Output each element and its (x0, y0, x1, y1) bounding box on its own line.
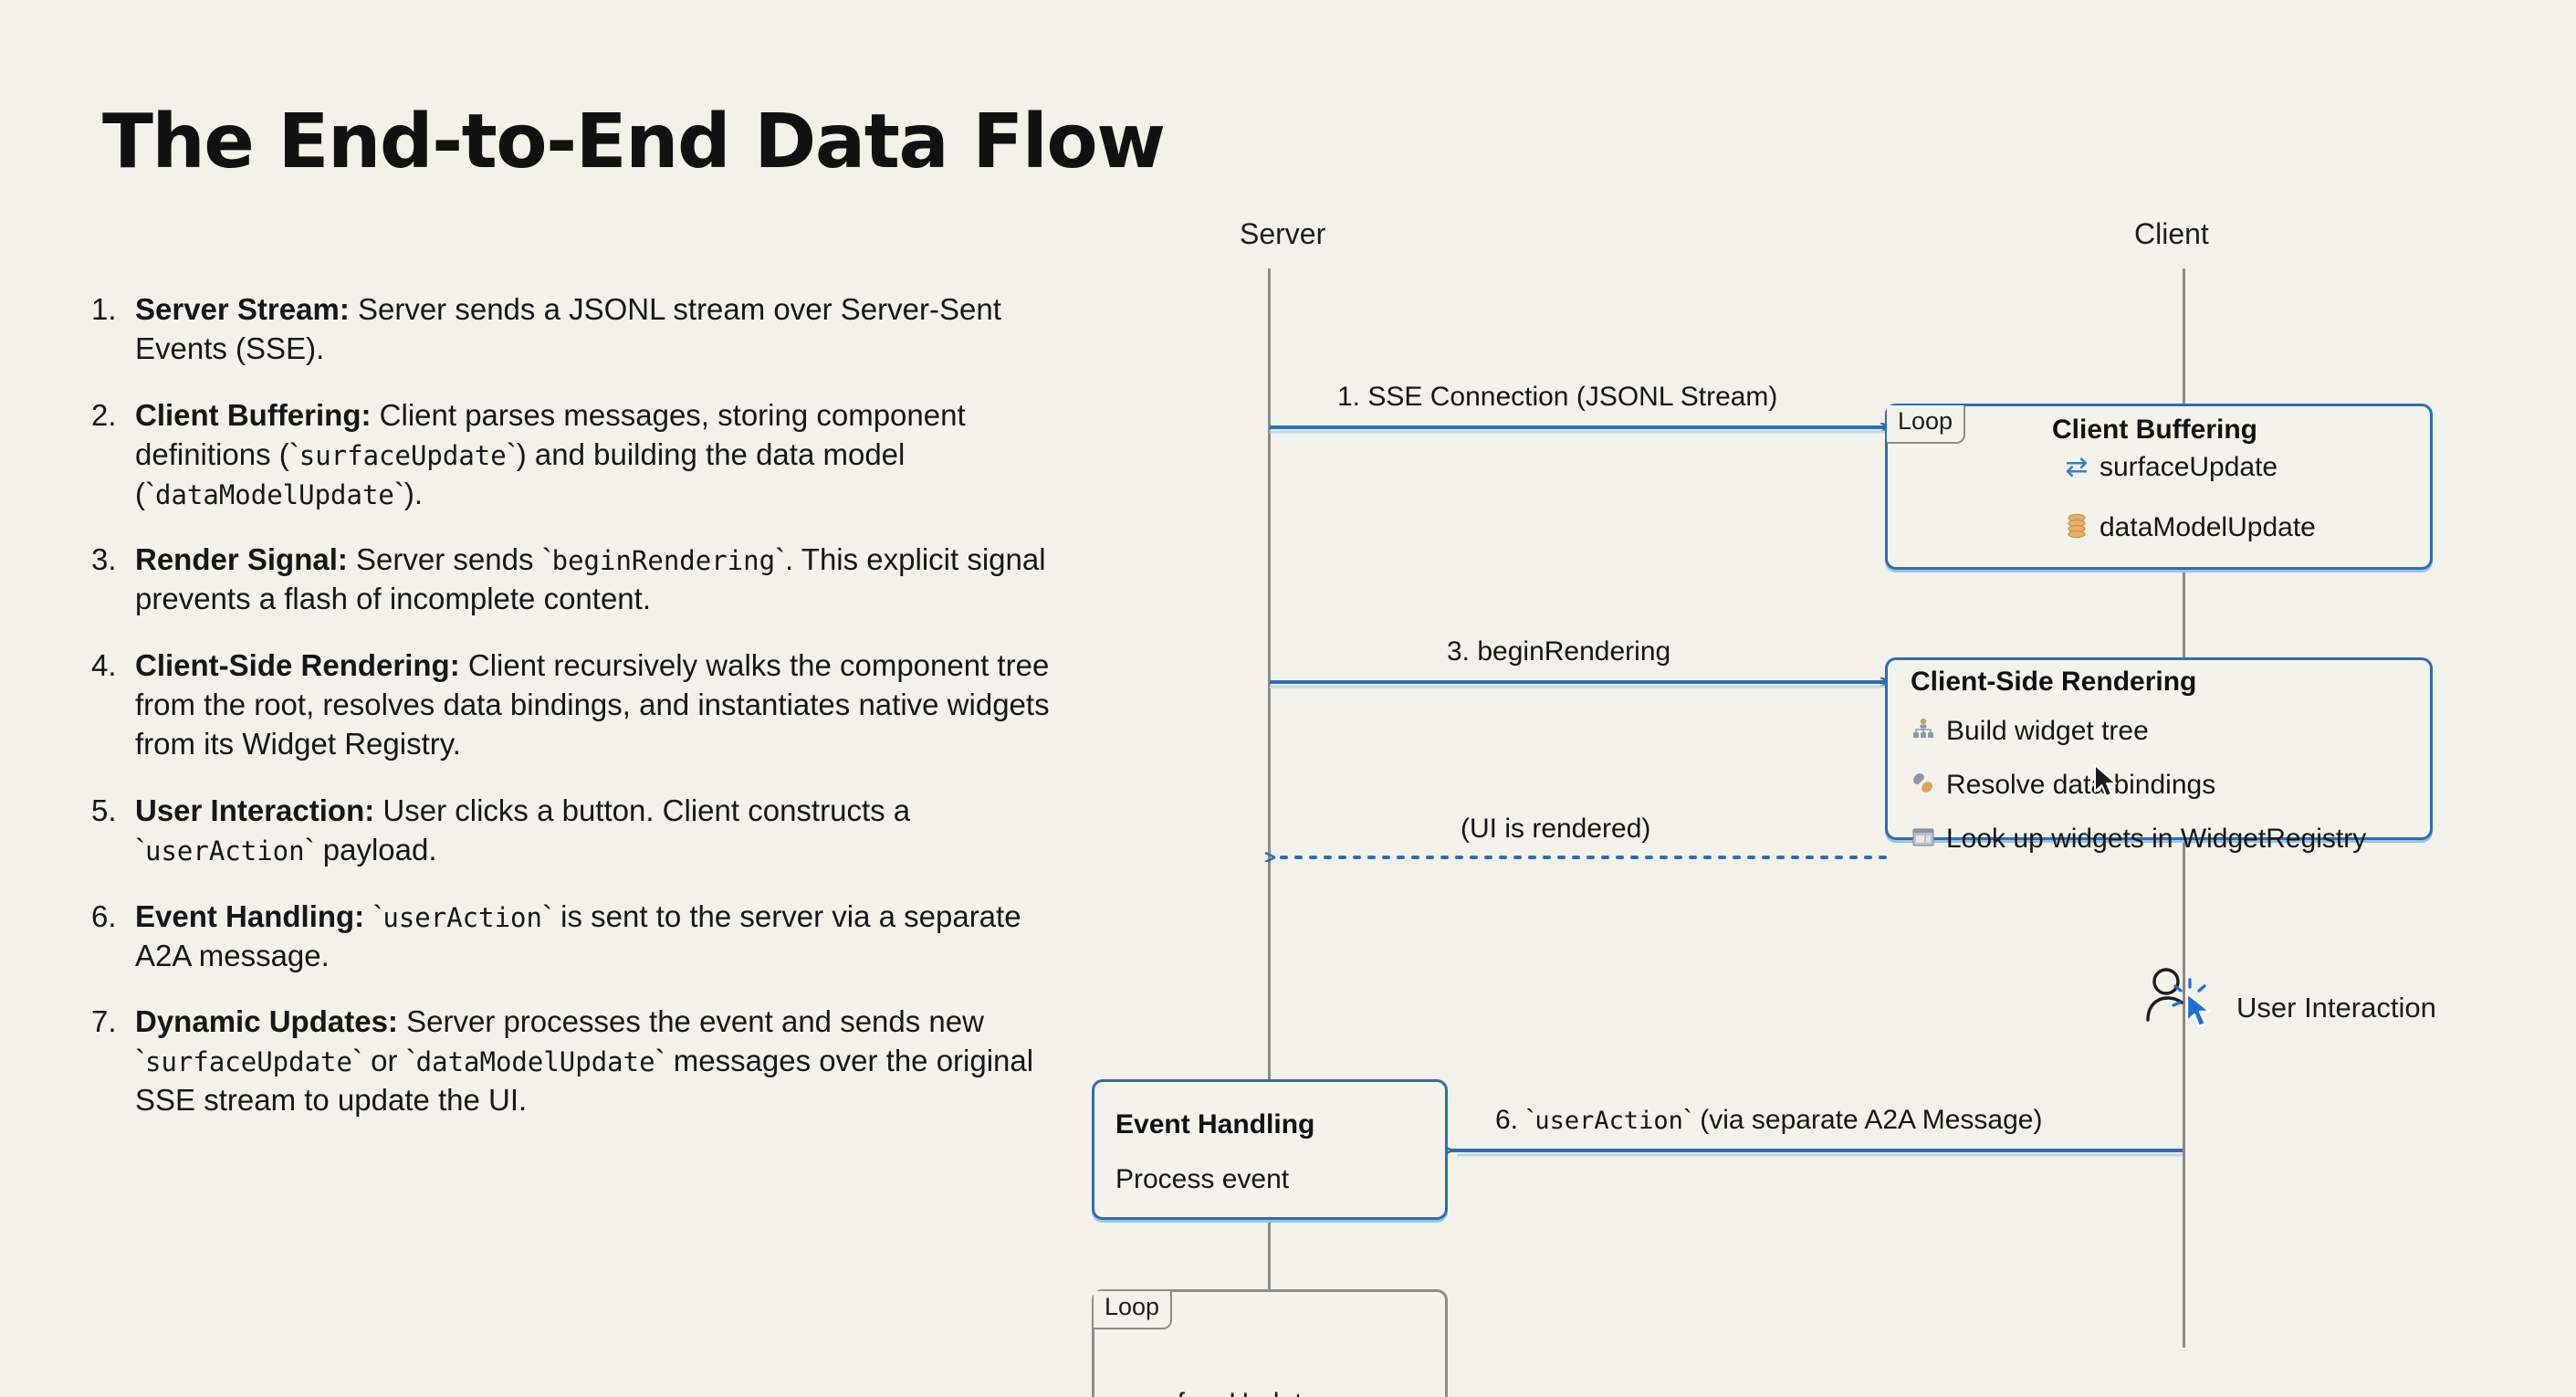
list-item-number: 1. (91, 292, 117, 326)
list-item: 2. Client Buffering: Client parses messa… (91, 396, 1059, 514)
list-item: 6. Event Handling: `userAction` is sent … (91, 898, 1059, 976)
list-item-term: Client-Side Rendering: (135, 648, 460, 683)
client-buffering-item-label: surfaceUpdate (2100, 452, 2278, 482)
event-handling-box (1092, 1079, 1448, 1220)
list-item-number: 3. (91, 542, 117, 577)
mouse-cursor (2093, 764, 2120, 807)
link-chain-icon (1910, 772, 1937, 799)
list-item-term: Server Stream: (135, 292, 350, 326)
list-item: 7. Dynamic Updates: Server processes the… (91, 1003, 1059, 1120)
list-item-text: Client parses messages, storing componen… (135, 397, 966, 510)
user-interaction-label: User Interaction (2236, 992, 2436, 1024)
user-click-icon (2141, 963, 2225, 1041)
list-item-number: 4. (91, 648, 117, 683)
database-stack-icon (2063, 512, 2090, 543)
diagram-arrows (1059, 228, 2386, 1157)
list-item-number: 6. (91, 898, 117, 933)
list-item-text: Server sends `beginRendering`. This expl… (135, 542, 1046, 616)
list-item: 1. Server Stream: Server sends a JSONL s… (91, 290, 1059, 369)
page-title: The End-to-End Data Flow (102, 99, 1166, 185)
actor-label-client: Client (2134, 217, 2209, 250)
list-item-text: Server sends a JSONL stream over Server-… (135, 292, 1001, 365)
message-label-user-action: 6. `userAction` (via separate A2A Messag… (1495, 1105, 2043, 1135)
list-item-text: Server processes the event and sends new… (135, 1004, 1034, 1118)
client-buffering-item-datamodelupdate: dataModelUpdate (2063, 512, 2316, 543)
list-item-number: 5. (91, 793, 117, 827)
loop-tag-server: Loop (1094, 1291, 1173, 1329)
client-buffering-title: Client Buffering (2052, 415, 2257, 445)
list-item-text: `userAction` is sent to the server via a… (135, 898, 1021, 972)
list-item: 3. Render Signal: Server sends `beginRen… (91, 541, 1059, 619)
list-item: 4. Client-Side Rendering: Client recursi… (91, 646, 1059, 764)
csr-item-lookup-widgetregistry: Look up widgets in WidgetRegistry (1910, 824, 2366, 855)
steps-list: 1. Server Stream: Server sends a JSONL s… (91, 290, 1059, 1148)
list-item-term: User Interaction: (135, 793, 375, 827)
event-handling-subtitle: Process event (1115, 1164, 1290, 1194)
csr-item-label: Resolve data bindings (1946, 770, 2216, 800)
org-chart-icon (1910, 718, 1937, 745)
sequence-diagram: Server Client (1059, 217, 2565, 1397)
message-label-sse-connection: 1. SSE Connection (JSONL Stream) (1337, 382, 1778, 412)
actor-label-server: Server (1240, 217, 1326, 250)
message-label-begin-rendering: 3. beginRendering (1447, 636, 1671, 667)
loop-tag-client: Loop (1887, 405, 1966, 444)
client-side-rendering-box (1885, 657, 2433, 840)
csr-item-build-widget-tree: Build widget tree (1910, 716, 2149, 747)
list-item: 5. User Interaction: User clicks a butto… (91, 792, 1059, 870)
client-buffering-item-label: dataModelUpdate (2100, 512, 2316, 542)
csr-item-label: Build widget tree (1946, 716, 2149, 746)
swap-arrows-icon: ⇄ (2065, 452, 2089, 482)
client-side-rendering-title: Client-Side Rendering (1911, 667, 2197, 697)
client-buffering-item-surfaceupdate: ⇄ surfaceUpdate (2063, 452, 2278, 483)
list-item-text: Client recursively walks the component t… (135, 648, 1050, 762)
list-item-term: Event Handling: (135, 898, 365, 933)
lifeline-server (1268, 268, 1271, 1348)
server-loop-item-label: surfaceUpdate (1139, 1388, 1317, 1397)
client-buffering-box (1885, 404, 2433, 570)
list-item-number: 7. (91, 1004, 117, 1039)
list-item-text: User clicks a button. Client constructs … (135, 793, 911, 867)
event-handling-title: Event Handling (1115, 1109, 1315, 1140)
csr-item-label: Look up widgets in WidgetRegistry (1946, 824, 2367, 854)
message-label-ui-rendered: (UI is rendered) (1461, 814, 1651, 844)
list-item-term: Render Signal: (135, 542, 348, 577)
list-item-term: Dynamic Updates: (135, 1004, 398, 1039)
csr-item-resolve-data-bindings: Resolve data bindings (1910, 770, 2215, 801)
registry-card-icon (1910, 825, 1937, 853)
list-item-number: 2. (91, 397, 117, 432)
list-item-term: Client Buffering: (135, 397, 372, 432)
server-loop-item-surfaceupdate: surfaceUpdate (1139, 1388, 1317, 1397)
